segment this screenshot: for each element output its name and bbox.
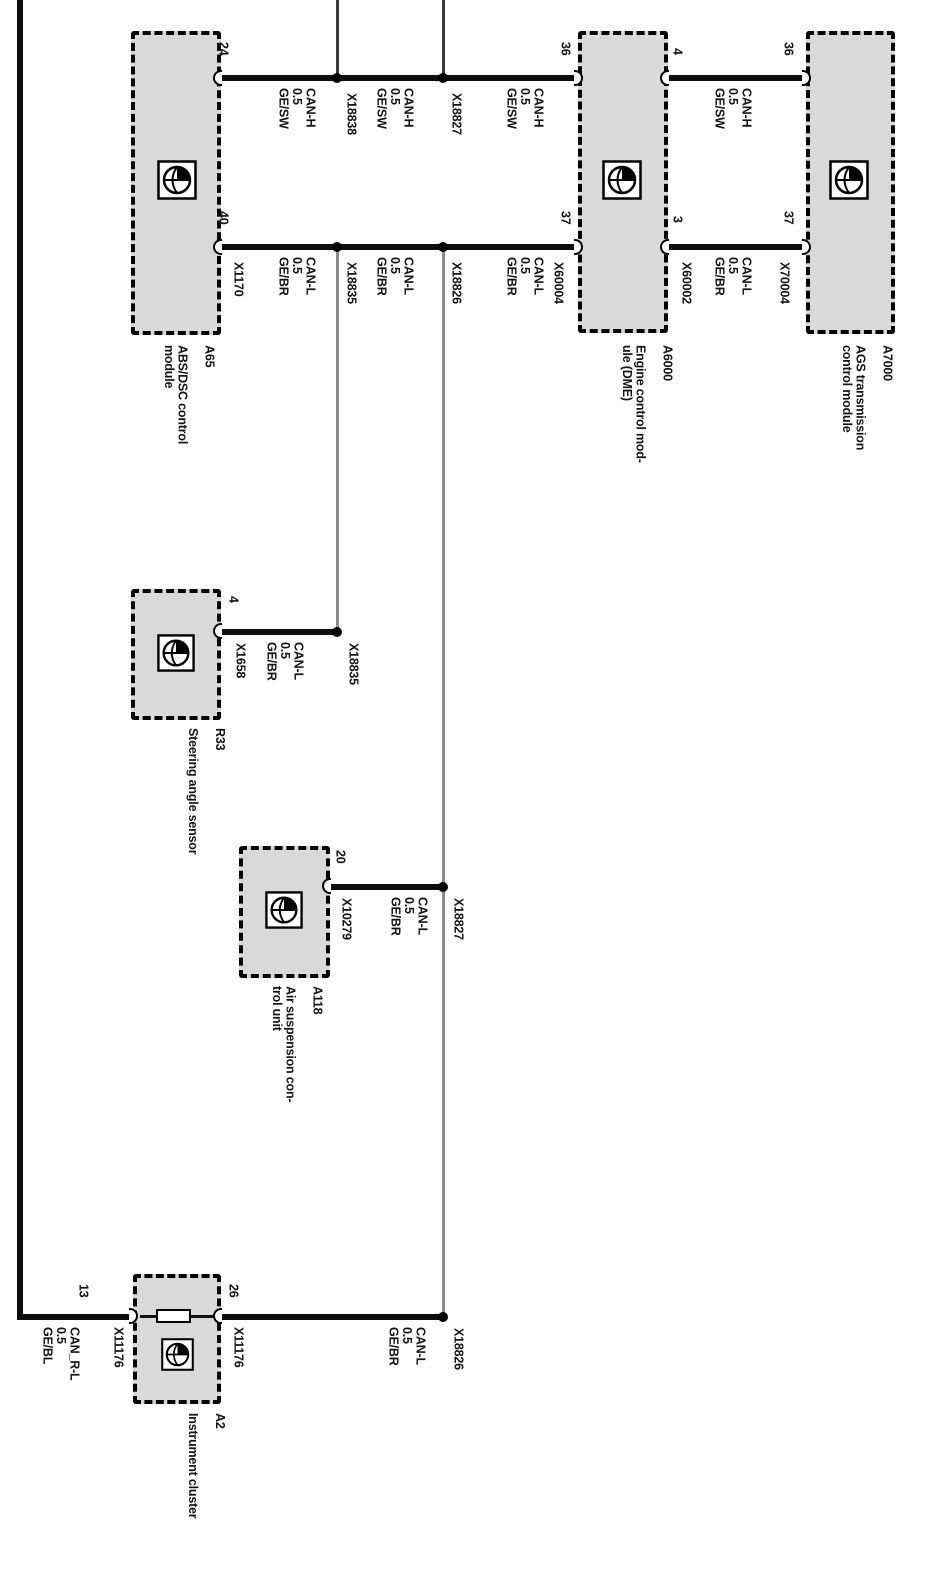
wire-label-can-r-l: CAN_R-L 0.5 GE/BL: [40, 1327, 82, 1381]
riser-can-h-x18827: [442, 0, 445, 76]
pin-number-dme-4: 4: [670, 48, 685, 55]
control-module-globe-icon: [157, 160, 197, 200]
module-label-kombi: A2 Instrument cluster: [172, 1413, 240, 1518]
module-name: Engine control mod- ule (DME): [620, 345, 648, 463]
connector-label-x11176-left: X11176: [111, 1327, 126, 1368]
junction-dot-x18827: [438, 73, 448, 83]
pin-bracket: [129, 1308, 138, 1324]
module-label-ags: A7000 AGS transmission control module: [826, 345, 907, 450]
wire-label-can-h: CAN-H 0.5 GE/SW: [504, 88, 546, 129]
wire-label-can-h: CAN-H 0.5 GE/SW: [712, 88, 754, 129]
pin-number-kombi-26: 26: [226, 1284, 241, 1298]
pin-bracket: [213, 623, 222, 639]
wire-label-can-l: CAN-L 0.5 GE/BR: [388, 897, 430, 936]
wire-can-l-dme-ags: [666, 244, 808, 250]
junction-dot-x18835: [332, 242, 342, 252]
pin-bracket: [213, 70, 222, 86]
riser-can-h-x18838: [336, 0, 339, 76]
junction-label-x18838: X18838: [344, 93, 359, 135]
pin-bracket: [213, 1308, 222, 1324]
wire-can-l-bus-left: [220, 244, 576, 250]
wire-can-l-sas: [222, 629, 339, 635]
connector-label-x70004: X70004: [777, 262, 792, 304]
wire-can-h-bus-left: [220, 75, 576, 81]
module-name: Air suspension con- trol unit: [270, 986, 298, 1103]
pin-number-abs-40: 40: [216, 211, 231, 225]
wire-can-r-l-vertical: [17, 0, 23, 1320]
riser-can-l-x18826-kombi: [442, 249, 445, 1317]
pin-bracket: [660, 239, 669, 255]
connector-label-x60004: X60004: [551, 262, 566, 304]
junction-dot-x18838: [332, 73, 342, 83]
junction-label-sas-tap: X18835: [346, 643, 361, 685]
pin-number-dme-3: 3: [670, 216, 685, 223]
pin-number-dme-36: 36: [558, 42, 573, 56]
terminating-resistor-icon: [156, 1309, 191, 1323]
module-id: A118: [310, 986, 325, 1015]
junction-label-x18826: X18826: [449, 262, 464, 304]
wire-can-l-ehc: [331, 884, 445, 890]
wire-label-can-h: CAN-H 0.5 GE/SW: [276, 88, 318, 129]
connector-label-x60002: X60002: [679, 262, 694, 304]
control-module-globe-icon: [829, 160, 869, 200]
junction-label-kombi-tap: X18826: [451, 1328, 466, 1370]
pin-number-dme-37: 37: [558, 211, 573, 225]
junction-dot-x18826: [438, 242, 448, 252]
module-id: A65: [202, 345, 217, 368]
wire-label-can-l: CAN-L 0.5 GE/BR: [276, 257, 318, 296]
junction-label-x18827: X18827: [449, 93, 464, 135]
connector-label-x1658: X1658: [233, 643, 248, 679]
module-id: A7000: [880, 345, 895, 381]
junction-label-x18835: X18835: [344, 262, 359, 304]
pin-bracket: [213, 239, 222, 255]
wire-label-can-h: CAN-H 0.5 GE/SW: [374, 88, 416, 129]
module-label-ehc: A118 Air suspension con- trol unit: [256, 986, 337, 1102]
module-id: R33: [213, 728, 227, 751]
pin-bracket: [660, 70, 669, 86]
connector-label-x10279: X10279: [339, 898, 354, 940]
connector-label-x11176-right: X11176: [231, 1327, 246, 1368]
control-module-globe-icon: [157, 634, 195, 672]
module-id: A6000: [660, 345, 675, 381]
pin-number-sas-4: 4: [226, 596, 241, 603]
control-module-globe-icon: [265, 891, 303, 929]
wire-label-can-l: CAN-L 0.5 GE/BR: [264, 642, 306, 681]
wire-label-can-l: CAN-L 0.5 GE/BR: [374, 257, 416, 296]
connector-label-x1170: X1170: [231, 262, 246, 297]
wire-can-h-dme-ags: [666, 75, 808, 81]
module-name: Steering angle sensor: [186, 728, 200, 855]
pin-bracket: [322, 878, 331, 894]
junction-label-ehc-tap: X18827: [451, 898, 466, 940]
wire-can-r-l-kombi: [20, 1314, 138, 1320]
pin-number-ehc-20: 20: [333, 850, 348, 864]
pin-bracket: [802, 239, 811, 255]
module-name: ABS/DSC control module: [162, 345, 190, 445]
pin-bracket: [802, 70, 811, 86]
control-module-globe-icon: [602, 160, 642, 200]
junction-dot-kombi-tap: [438, 1312, 448, 1322]
wire-can-l-kombi: [218, 1314, 445, 1320]
module-name: AGS transmission control module: [840, 345, 868, 451]
pin-number-kombi-13: 13: [76, 1284, 91, 1298]
junction-dot-sas-tap: [332, 627, 342, 637]
wire-label-can-l: CAN-L 0.5 GE/BR: [712, 257, 754, 296]
pin-number-ags-36: 36: [781, 42, 796, 56]
module-id: A2: [213, 1413, 227, 1429]
wire-label-can-l: CAN-L 0.5 GE/BR: [386, 1327, 428, 1366]
wire-label-can-l: CAN-L 0.5 GE/BR: [504, 257, 546, 296]
module-label-dme: A6000 Engine control mod- ule (DME): [606, 345, 687, 463]
module-label-sas: R33 Steering angle sensor: [172, 728, 240, 854]
pin-bracket: [574, 70, 583, 86]
module-name: Instrument cluster: [186, 1413, 200, 1519]
pin-number-abs-24: 24: [216, 42, 231, 56]
pin-bracket: [574, 239, 583, 255]
junction-dot-ehc-tap: [438, 882, 448, 892]
riser-can-l-x18835-sas: [336, 249, 339, 631]
pin-number-ags-37: 37: [781, 211, 796, 225]
control-module-globe-icon: [161, 1338, 194, 1371]
module-label-abs: A65 ABS/DSC control module: [148, 345, 229, 444]
